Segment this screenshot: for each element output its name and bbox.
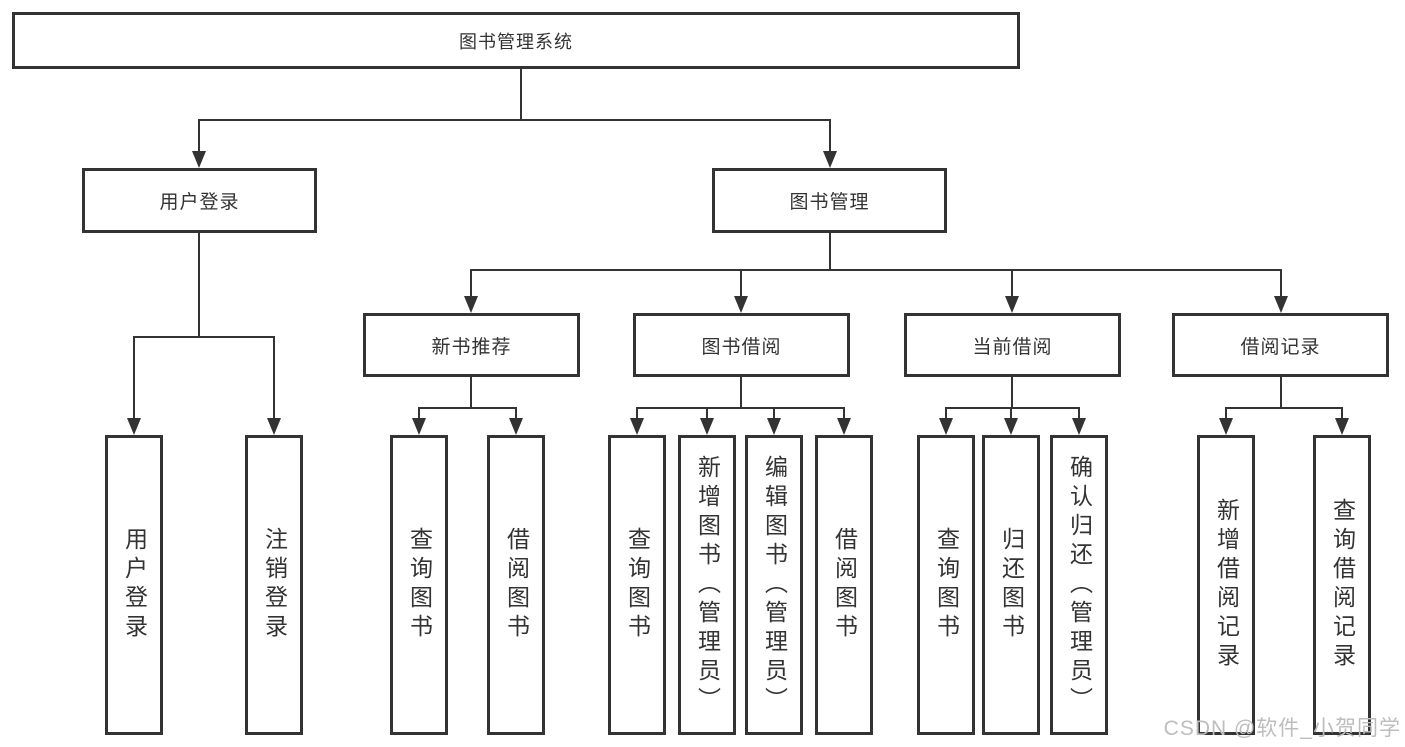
connector-stub (1078, 407, 1080, 420)
connector-book-mgmt-trunk (829, 233, 831, 271)
connector-stub (773, 407, 775, 420)
arrow-down-icon (1274, 296, 1288, 313)
arrow-down-icon (767, 418, 781, 435)
leaf-bb-query-books: 查询图书 (608, 435, 666, 735)
arrow-down-icon (1219, 418, 1233, 435)
leaf-logout: 注销登录 (245, 435, 303, 735)
node-user-login: 用户登录 (82, 168, 317, 233)
node-book-borrowing-label: 图书借阅 (701, 336, 782, 358)
leaf-bb-borrow-books: 借阅图书 (815, 435, 873, 735)
leaf-bb-edit-books-admin: 编辑图书（管理员） (745, 435, 803, 735)
connector-root-horizontal (198, 119, 831, 121)
connector-stub (1225, 407, 1227, 420)
node-root-system: 图书管理系统 (12, 12, 1020, 69)
node-borrow-records-label: 借阅记录 (1240, 336, 1321, 358)
connector-horizontal (636, 407, 845, 409)
node-book-management-label: 图书管理 (789, 192, 870, 213)
leaf-logout-label: 注销登录 (261, 527, 288, 643)
node-book-borrowing: 图书借阅 (633, 313, 850, 377)
leaf-bb-edit-books-admin-label: 编辑图书（管理员） (761, 454, 788, 716)
arrow-down-icon (412, 418, 426, 435)
connector-book-mgmt-horizontal (470, 269, 1282, 271)
leaf-nb-borrow-books-label: 借阅图书 (503, 527, 530, 643)
connector-stub (1280, 269, 1282, 298)
leaf-cb-return-books-label: 归还图书 (998, 527, 1025, 643)
leaf-nb-borrow-books: 借阅图书 (487, 435, 545, 735)
connector-trunk (470, 377, 472, 408)
arrow-down-icon (267, 418, 281, 435)
connector-stub (1010, 407, 1012, 420)
connector-stub (843, 407, 845, 420)
connector-stub (133, 336, 135, 420)
connector-horizontal (945, 407, 1080, 409)
leaf-user-login-label: 用户登录 (121, 527, 148, 643)
node-new-book-recommend-label: 新书推荐 (431, 336, 512, 358)
arrow-down-icon (700, 418, 714, 435)
arrow-down-icon (127, 418, 141, 435)
connector-stub (636, 407, 638, 420)
connector-trunk (1011, 377, 1013, 408)
node-user-login-label: 用户登录 (159, 192, 240, 213)
node-root-label: 图书管理系统 (459, 31, 573, 52)
connector-stub (740, 269, 742, 298)
connector-horizontal (418, 407, 517, 409)
node-book-management: 图书管理 (712, 168, 947, 233)
arrow-down-icon (1004, 418, 1018, 435)
arrow-down-icon (734, 296, 748, 313)
connector-stub (1011, 269, 1013, 298)
leaf-user-login: 用户登录 (105, 435, 163, 735)
arrow-down-icon (630, 418, 644, 435)
leaf-bb-query-books-label: 查询图书 (624, 527, 651, 643)
connector-stub (470, 269, 472, 298)
connector-stub (706, 407, 708, 420)
arrow-down-icon (939, 418, 953, 435)
connector-root-trunk (520, 69, 522, 120)
connector-user-login-trunk (198, 233, 200, 337)
arrow-down-icon (509, 418, 523, 435)
leaf-cb-confirm-return-admin-label: 确认归还（管理员） (1066, 454, 1093, 716)
connector-stub (418, 407, 420, 420)
node-current-borrowing: 当前借阅 (904, 313, 1121, 377)
connector-stub (515, 407, 517, 420)
csdn-watermark: CSDN @软件_小贺同学 (1163, 717, 1401, 740)
leaf-br-query-borrow-record: 查询借阅记录 (1313, 435, 1371, 735)
leaf-br-add-borrow-record: 新增借阅记录 (1197, 435, 1255, 735)
arrow-down-icon (1072, 418, 1086, 435)
connector-stub (1341, 407, 1343, 420)
arrow-down-icon (823, 151, 837, 168)
node-current-borrowing-label: 当前借阅 (972, 336, 1053, 358)
leaf-cb-query-books: 查询图书 (917, 435, 975, 735)
node-borrow-records: 借阅记录 (1172, 313, 1389, 377)
connector-horizontal (1225, 407, 1343, 409)
arrow-down-icon (464, 296, 478, 313)
connector-trunk (740, 377, 742, 408)
connector-stub (945, 407, 947, 420)
connector-stub (829, 119, 831, 152)
leaf-bb-add-books-admin-label: 新增图书（管理员） (694, 454, 721, 716)
leaf-cb-return-books: 归还图书 (982, 435, 1040, 735)
leaf-bb-add-books-admin: 新增图书（管理员） (678, 435, 736, 735)
arrow-down-icon (1005, 296, 1019, 313)
arrow-down-icon (1335, 418, 1349, 435)
connector-trunk (1280, 377, 1282, 408)
leaf-bb-borrow-books-label: 借阅图书 (831, 527, 858, 643)
leaf-cb-confirm-return-admin: 确认归还（管理员） (1050, 435, 1108, 735)
leaf-nb-query-books-label: 查询图书 (406, 527, 433, 643)
arrow-down-icon (192, 151, 206, 168)
arrow-down-icon (837, 418, 851, 435)
leaf-br-add-borrow-record-label: 新增借阅记录 (1213, 498, 1240, 672)
connector-stub (198, 119, 200, 152)
leaf-br-query-borrow-record-label: 查询借阅记录 (1329, 498, 1356, 672)
connector-user-login-horizontal (133, 336, 275, 338)
connector-stub (273, 336, 275, 420)
leaf-cb-query-books-label: 查询图书 (933, 527, 960, 643)
node-new-book-recommend: 新书推荐 (363, 313, 580, 377)
leaf-nb-query-books: 查询图书 (390, 435, 448, 735)
